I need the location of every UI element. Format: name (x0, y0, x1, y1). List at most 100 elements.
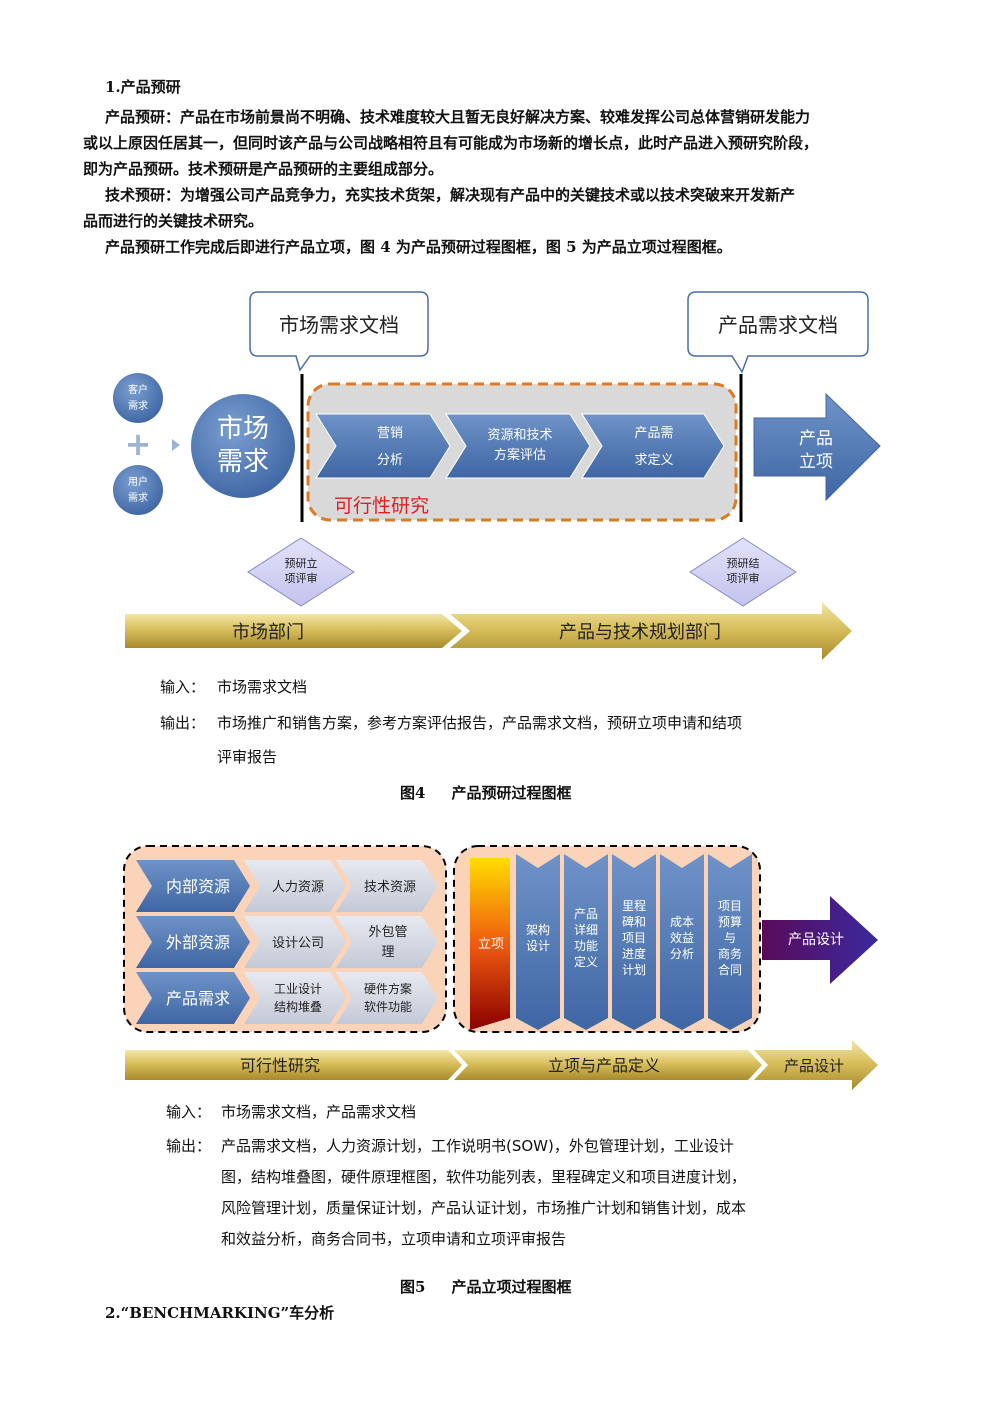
output-value-line: 评审报告 (217, 748, 278, 766)
column-text: 合同 (718, 962, 742, 977)
doc-callout-left-text: 市场需求文档 (279, 313, 399, 337)
paragraph-line: 技术预研：为增强公司产品竞争力，充实技术货架，解决现有产品中的关键技术或以技术突… (105, 186, 796, 204)
diamond-text: 预研立 (285, 556, 318, 570)
paragraph-line: 产品预研：产品在市场前景尚不明确、技术难度较大且暂无良好解决方案、较难发挥公司总… (105, 108, 811, 126)
column-text: 进度 (622, 946, 646, 961)
column-cost-benefit (660, 854, 704, 1030)
paragraph-line: 品而进行的关键技术研究。 (83, 212, 264, 230)
customer-need-circle (113, 373, 163, 423)
input-value: 市场需求文档 (217, 678, 308, 696)
product-approval-arrow (753, 392, 881, 502)
user-need-text: 需求 (128, 492, 148, 504)
output-value-line: 风险管理计划，质量保证计划，产品认证计划，市场推广计划和销售计划，成本 (221, 1199, 747, 1217)
band-label: 市场部门 (232, 622, 304, 643)
row-cell-text: 理 (381, 945, 394, 960)
row-label-chevron (136, 860, 250, 912)
approval-start-text: 立项 (478, 937, 504, 952)
chevron-resource-evaluation (445, 413, 591, 479)
column-budget-contract (708, 854, 752, 1030)
diamond-text: 项评审 (727, 571, 760, 585)
chevron-marketing-analysis (315, 413, 451, 479)
approval-start-column (470, 858, 510, 1030)
market-need-text: 市场 (217, 414, 269, 444)
paragraph-line: 产品预研工作完成后即进行产品立项，图 4 为产品预研过程图框，图 5 为产品立项… (105, 238, 732, 256)
row-cell-text: 硬件方案 (364, 981, 412, 996)
user-need-circle (113, 465, 163, 515)
output-value-line: 产品需求文档，人力资源计划，工作说明书(SOW)，外包管理计划，工业设计 (221, 1137, 734, 1155)
band-label: 可行性研究 (240, 1056, 320, 1075)
column-architecture (516, 854, 560, 1030)
band-label: 产品设计 (784, 1057, 844, 1075)
chevron-text: 求定义 (634, 453, 673, 468)
column-text: 计划 (622, 963, 646, 977)
plus-icon: + (125, 425, 152, 463)
row-label-chevron (136, 972, 250, 1024)
market-dept-band (125, 614, 462, 648)
pre-research-closure-diamond (689, 537, 797, 607)
column-text: 预算 (718, 914, 742, 929)
input-label: 输入： (166, 1103, 212, 1121)
figure-4-diagram: 市场需求文档 产品需求文档 客户 需求 + 用户 需求 市场 需求 营销 分析 … (113, 291, 881, 660)
market-need-circle (191, 394, 295, 498)
row-cell-text: 设计公司 (272, 936, 324, 951)
feasibility-label: 可行性研究 (334, 495, 429, 517)
column-text: 项目 (622, 931, 646, 945)
chevron-text: 资源和技术 (487, 428, 552, 443)
band-label: 产品与技术规划部门 (559, 622, 721, 643)
product-design-arrow (762, 896, 878, 984)
row-label: 外部资源 (166, 933, 230, 952)
row-label-chevron (136, 916, 250, 968)
column-text: 效益 (670, 930, 694, 945)
column-text: 详细 (574, 922, 598, 937)
band-definition (454, 1050, 762, 1080)
chevron-requirement-definition (581, 413, 725, 479)
planning-dept-band (450, 602, 852, 660)
output-label: 输出： (160, 714, 206, 732)
column-detailed-definition (564, 854, 608, 1030)
row-cell-text: 结构堆叠 (274, 999, 322, 1014)
small-arrow-icon (172, 439, 180, 451)
customer-need-text: 客户 (128, 383, 148, 396)
doc-callout-left (249, 291, 429, 372)
row-cell-text: 外包管 (368, 925, 407, 940)
input-value: 市场需求文档，产品需求文档 (221, 1103, 417, 1121)
figure-4-caption: 图4 产品预研过程图框 (400, 784, 572, 802)
column-text: 成本 (670, 915, 694, 929)
row-cell-chevron (336, 972, 438, 1024)
column-text: 设计 (526, 939, 550, 953)
column-text: 功能 (574, 939, 598, 953)
user-need-text: 用户 (128, 475, 148, 488)
band-label: 立项与产品定义 (548, 1056, 660, 1075)
column-text: 分析 (670, 947, 694, 961)
section-heading: 1.产品预研 (105, 78, 181, 96)
product-approval-text: 产品 (799, 429, 833, 449)
band-feasibility (125, 1050, 462, 1080)
diamond-text: 预研结 (727, 557, 760, 570)
input-label: 输入： (160, 678, 206, 696)
output-value-line: 图，结构堆叠图，硬件原理框图，软件功能列表，里程碑定义和项目进度计划， (221, 1168, 747, 1186)
row-label: 内部资源 (166, 877, 230, 896)
chevron-text: 营销 (377, 426, 403, 441)
chevron-text: 分析 (377, 453, 403, 468)
row-cell-text: 人力资源 (272, 880, 324, 895)
figure-5-caption: 图5 产品立项过程图框 (400, 1278, 572, 1296)
pre-research-approval-diamond (247, 537, 355, 607)
column-text: 产品 (574, 907, 598, 921)
column-text: 项目 (718, 899, 742, 913)
market-need-text: 需求 (217, 447, 269, 477)
row-cell-text: 软件功能 (364, 1000, 412, 1014)
product-design-text: 产品设计 (788, 932, 844, 948)
figure-5-diagram: 内部资源 人力资源 技术资源 外部资源 设计公司 外包管 理 产品需求 工业设计… (123, 845, 878, 1090)
column-text: 商务 (718, 946, 742, 961)
row-cell-text: 技术资源 (364, 880, 416, 895)
row-cell-text: 工业设计 (274, 982, 322, 996)
column-text: 定义 (574, 954, 598, 969)
output-value-line: 和效益分析，商务合同书，立项申请和立项评审报告 (221, 1230, 567, 1248)
doc-callout-right-text: 产品需求文档 (718, 313, 838, 337)
product-approval-text: 立项 (799, 452, 833, 472)
column-text: 架构 (526, 922, 550, 937)
column-text: 碑和 (622, 914, 646, 929)
paragraph-line: 即为产品预研。技术预研是产品预研的主要组成部分。 (83, 160, 444, 178)
row-cell-chevron (336, 916, 438, 968)
column-milestones (612, 854, 656, 1030)
